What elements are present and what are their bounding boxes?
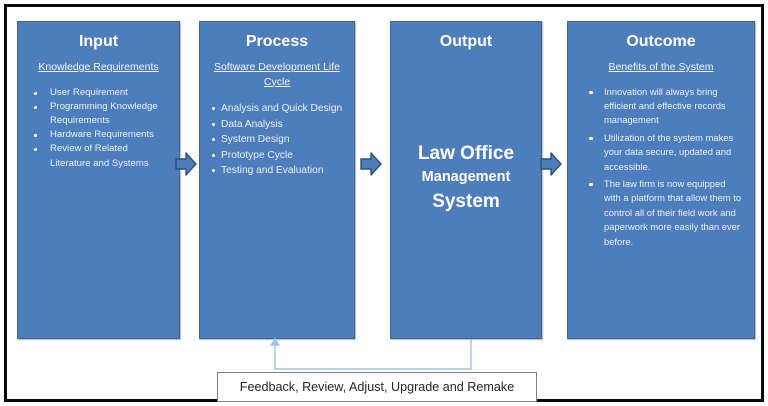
stage-subtitle-process: Software Development Life Cycle — [213, 61, 341, 88]
bullet-dot-icon — [34, 91, 37, 95]
list-item: Innovation will always bring efficient a… — [589, 85, 744, 128]
bullet-dot-icon — [589, 90, 593, 94]
list-item: System Design — [212, 132, 348, 148]
list-item-label: Review of Related Literature and Systems — [50, 143, 149, 169]
stage-box-input[interactable]: Input Knowledge Requirements User Requir… — [17, 21, 180, 339]
connector-arrow-input-to-process — [175, 151, 197, 177]
connector-arrow-process-to-output — [360, 151, 382, 177]
stage-box-process[interactable]: Process Software Development Life Cycle … — [199, 21, 355, 339]
list-item: Testing and Evaluation — [212, 163, 348, 179]
stage-bullet-list-outcome: Innovation will always bring efficient a… — [568, 85, 754, 249]
feedback-label-text: Feedback, Review, Adjust, Upgrade and Re… — [239, 380, 515, 394]
output-line-2: Management — [421, 169, 511, 185]
stage-title-outcome: Outcome — [626, 33, 696, 50]
list-item: Hardware Requirements — [34, 128, 171, 142]
list-item-label: Hardware Requirements — [50, 129, 154, 141]
feedback-loop-path-icon — [269, 337, 472, 370]
feedback-loop-connector — [269, 337, 479, 377]
bullet-dot-icon — [589, 182, 593, 187]
list-item: Data Analysis — [212, 117, 348, 133]
list-item-label: Prototype Cycle — [221, 149, 293, 161]
bullet-dot-icon — [212, 153, 215, 157]
list-item: Utilization of the system makes your dat… — [589, 131, 744, 174]
list-item-label: User Requirement — [50, 86, 128, 98]
list-item: Analysis and Quick Design — [212, 101, 348, 117]
stage-bullet-list-process: Analysis and Quick Design Data Analysis … — [200, 101, 354, 179]
right-block-arrow-icon — [540, 152, 562, 176]
stage-title-input: Input — [78, 33, 119, 50]
connector-arrow-output-to-outcome — [540, 151, 562, 177]
right-block-arrow-icon — [175, 152, 197, 176]
list-item-label: Utilization of the system makes your dat… — [604, 131, 734, 172]
bullet-dot-icon — [589, 136, 593, 141]
stage-title-process: Process — [245, 33, 309, 50]
list-item-label: Programming Knowledge Requirements — [50, 100, 158, 126]
stage-bullet-list-input: User Requirement Programming Knowledge R… — [18, 86, 179, 171]
stage-subtitle-outcome: Benefits of the System — [608, 61, 714, 73]
bullet-dot-icon — [34, 134, 37, 138]
bullet-dot-icon — [212, 107, 215, 110]
bullet-dot-icon — [212, 138, 215, 142]
bullet-dot-icon — [34, 148, 37, 152]
list-item-label: Analysis and Quick Design — [221, 103, 343, 114]
stage-box-outcome[interactable]: Outcome Benefits of the System Innovatio… — [567, 21, 755, 339]
list-item-label: System Design — [221, 134, 290, 146]
output-line-1: Law Office — [417, 143, 515, 164]
list-item: User Requirement — [34, 86, 171, 100]
output-line-3: System — [432, 191, 500, 212]
list-item-label: Innovation will always bring efficient a… — [604, 85, 726, 126]
diagram-outer-frame: Input Knowledge Requirements User Requir… — [4, 4, 764, 402]
list-item: Review of Related Literature and Systems — [34, 142, 171, 170]
output-center-text: Law Office Management System — [391, 141, 541, 214]
list-item-label: Data Analysis — [221, 118, 283, 130]
stage-title-output: Output — [439, 33, 493, 50]
bullet-dot-icon — [212, 122, 215, 126]
list-item: Prototype Cycle — [212, 148, 348, 164]
stage-subtitle-input: Knowledge Requirements — [38, 61, 159, 73]
list-item-label: The law firm is now equipped with a plat… — [604, 177, 742, 247]
bullet-dot-icon — [34, 105, 37, 109]
list-item: Programming Knowledge Requirements — [34, 100, 171, 128]
stage-box-output[interactable]: Output Law Office Management System — [390, 21, 542, 339]
list-item-label: Testing and Evaluation — [221, 165, 324, 177]
up-arrow-icon — [269, 337, 281, 346]
list-item: The law firm is now equipped with a plat… — [589, 177, 744, 249]
right-block-arrow-icon — [360, 152, 382, 176]
feedback-label-box[interactable]: Feedback, Review, Adjust, Upgrade and Re… — [217, 372, 537, 402]
bullet-dot-icon — [212, 169, 215, 173]
